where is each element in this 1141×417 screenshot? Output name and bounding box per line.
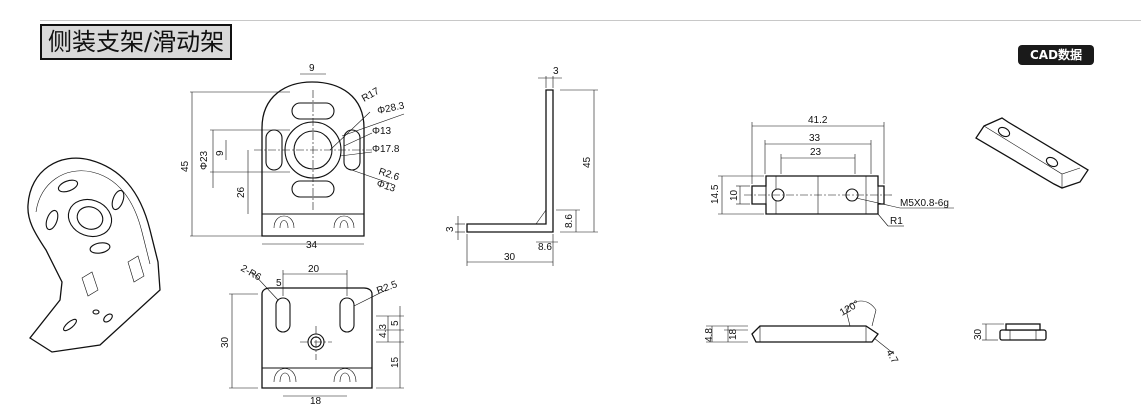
dim-33: 33 bbox=[809, 133, 821, 144]
dim-10: 10 bbox=[729, 189, 740, 201]
dim-r17: R17 bbox=[360, 86, 382, 105]
dim-14-5: 14.5 bbox=[710, 184, 721, 204]
dim-3-top: 3 bbox=[553, 66, 559, 77]
header-rule bbox=[40, 20, 1141, 21]
dim-9: 9 bbox=[309, 63, 315, 74]
dim-phi17: Φ17.8 bbox=[372, 144, 400, 155]
dim-41-2: 41.2 bbox=[808, 115, 828, 126]
dim-15: 15 bbox=[390, 356, 401, 368]
dim-2-r6: 2-R6 bbox=[239, 263, 264, 284]
dim-26: 26 bbox=[236, 186, 247, 198]
dim-8-6-horizontal: 8.6 bbox=[538, 242, 552, 253]
dim-9-vertical: 9 bbox=[215, 150, 226, 156]
slider-end-view: 30 bbox=[973, 323, 1047, 341]
dim-45: 45 bbox=[180, 160, 191, 172]
dim-thread-m5: M5X0.8-6g bbox=[900, 198, 949, 209]
bracket-front-view: 9 R17 Φ28.3 Φ13 Φ17.8 R2.6 Φ13 Φ23 9 45 … bbox=[180, 63, 406, 251]
dim-23: 23 bbox=[810, 147, 822, 158]
dim-phi13-a: Φ13 bbox=[372, 126, 392, 137]
dim-8-6-vertical: 8.6 bbox=[564, 214, 575, 228]
slider-side-view: 4.8 18 120° 4.7 bbox=[704, 299, 900, 366]
dim-4-8: 4.8 bbox=[704, 328, 715, 342]
slider-3d-illustration bbox=[975, 117, 1089, 189]
bracket-side-view: 3 45 3 8.6 8.6 30 bbox=[445, 66, 598, 266]
dim-phi28: Φ28.3 bbox=[376, 100, 406, 117]
dim-5-b: 5 bbox=[390, 320, 401, 326]
dim-5-a: 5 bbox=[276, 278, 282, 289]
cad-data-button[interactable]: CAD数据 bbox=[1018, 45, 1094, 65]
dim-r1: R1 bbox=[890, 216, 903, 227]
dim-3-left: 3 bbox=[445, 226, 456, 232]
dim-20: 20 bbox=[308, 264, 320, 275]
dim-18: 18 bbox=[310, 396, 322, 407]
dim-4-3: 4.3 bbox=[378, 324, 389, 338]
dim-30-side: 30 bbox=[504, 252, 516, 263]
dim-1-8: 18 bbox=[728, 328, 739, 340]
dim-3-0: 30 bbox=[973, 328, 984, 340]
slider-top-view: 41.2 33 23 14.5 10 M5X0.8-6g R1 bbox=[710, 115, 954, 227]
page-title: 侧装支架/滑动架 bbox=[40, 24, 233, 60]
dim-phi23: Φ23 bbox=[199, 150, 210, 170]
dim-45-side: 45 bbox=[582, 156, 593, 168]
bracket-bottom-view: 2-R6 20 5 R2.5 30 4.3 5 15 18 bbox=[220, 263, 404, 407]
bracket-3d-illustration bbox=[27, 157, 161, 353]
dim-4-7: 4.7 bbox=[883, 348, 900, 366]
dim-r2-5: R2.5 bbox=[375, 279, 399, 297]
dim-30-bottom: 30 bbox=[220, 336, 231, 348]
dim-120-deg: 120° bbox=[838, 299, 861, 319]
dim-34: 34 bbox=[306, 240, 318, 251]
